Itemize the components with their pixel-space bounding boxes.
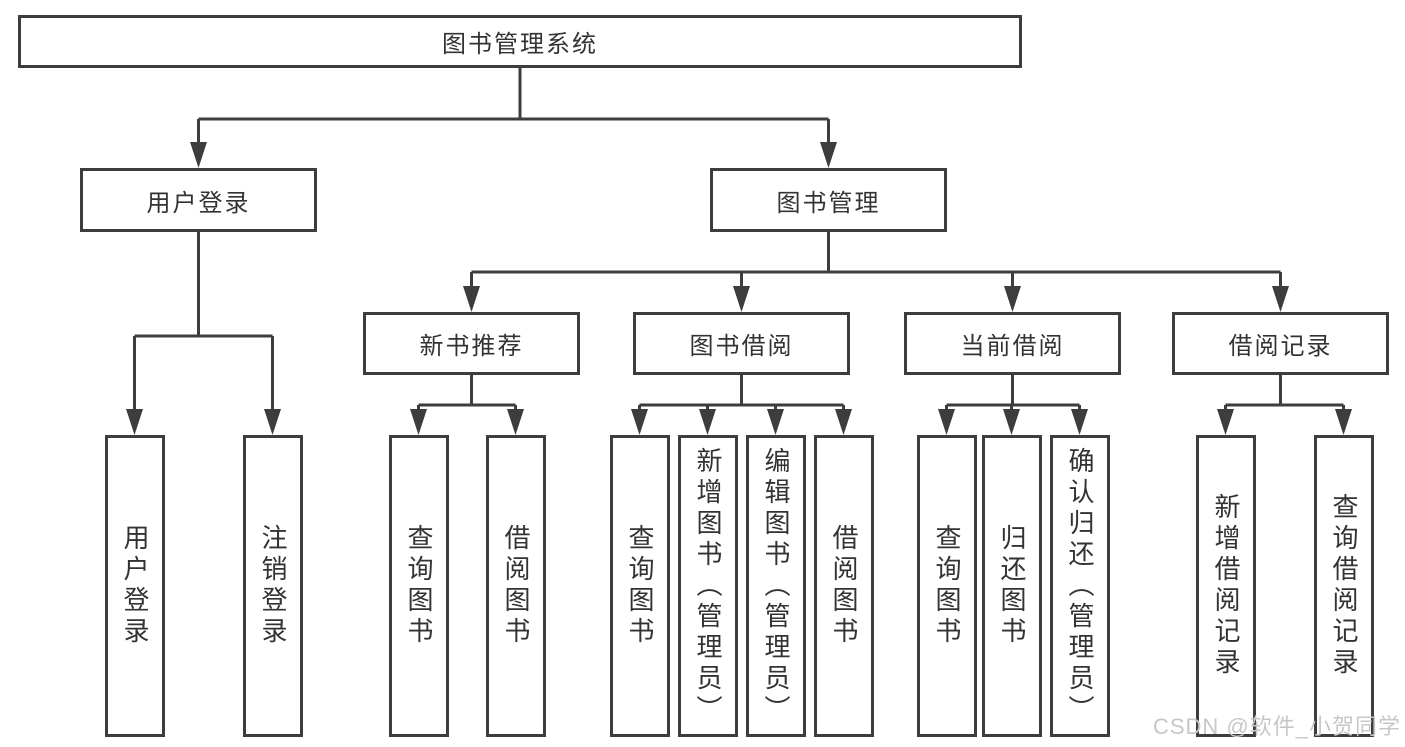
node-label: 查询借阅记录 xyxy=(1329,493,1359,679)
node-label: 新书推荐 xyxy=(419,333,524,360)
node-new-book-recommendation: 新书推荐 xyxy=(363,312,580,375)
node-label: 注销登录 xyxy=(258,524,288,648)
node-leaf-borrow-books-recommend: 借阅图书 xyxy=(486,435,546,737)
node-leaf-logout: 注销登录 xyxy=(243,435,303,737)
node-leaf-query-books-recommend: 查询图书 xyxy=(389,435,449,737)
node-leaf-add-book-admin: 新增图书（管理员） xyxy=(678,435,738,737)
node-label: 用户登录 xyxy=(120,524,150,648)
node-leaf-confirm-return-admin: 确认归还（管理员） xyxy=(1050,435,1110,737)
node-label: 归还图书 xyxy=(997,524,1027,648)
node-book-borrowing: 图书借阅 xyxy=(633,312,850,375)
node-label: 图书借阅 xyxy=(689,333,794,360)
node-label: 新增图书（管理员） xyxy=(693,446,723,726)
node-book-management: 图书管理 xyxy=(710,168,947,232)
node-leaf-borrow-books-borrowing: 借阅图书 xyxy=(814,435,874,737)
node-leaf-add-borrow-record: 新增借阅记录 xyxy=(1196,435,1256,737)
node-current-borrowing: 当前借阅 xyxy=(904,312,1121,375)
node-label: 借阅图书 xyxy=(501,524,531,648)
node-label: 借阅记录 xyxy=(1228,333,1333,360)
node-label: 查询图书 xyxy=(625,524,655,648)
node-label: 当前借阅 xyxy=(960,333,1065,360)
node-leaf-return-books: 归还图书 xyxy=(982,435,1042,737)
node-label: 图书管理系统 xyxy=(442,31,598,58)
node-leaf-query-books-borrowing: 查询图书 xyxy=(610,435,670,737)
node-user-login: 用户登录 xyxy=(80,168,317,232)
node-label: 编辑图书（管理员） xyxy=(761,446,791,726)
node-label: 用户登录 xyxy=(146,189,251,217)
node-label: 图书管理 xyxy=(776,189,881,217)
node-label: 借阅图书 xyxy=(829,524,859,648)
node-label: 新增借阅记录 xyxy=(1211,493,1241,679)
node-leaf-query-books-current: 查询图书 xyxy=(917,435,977,737)
node-library-management-system: 图书管理系统 xyxy=(18,15,1022,68)
arrowhead-icons xyxy=(126,142,1352,435)
node-borrowing-records: 借阅记录 xyxy=(1172,312,1389,375)
node-label: 确认归还（管理员） xyxy=(1065,446,1095,726)
node-label: 查询图书 xyxy=(404,524,434,648)
node-label: 查询图书 xyxy=(932,524,962,648)
node-leaf-user-login: 用户登录 xyxy=(105,435,165,737)
node-leaf-query-borrow-record: 查询借阅记录 xyxy=(1314,435,1374,737)
node-leaf-edit-book-admin: 编辑图书（管理员） xyxy=(746,435,806,737)
